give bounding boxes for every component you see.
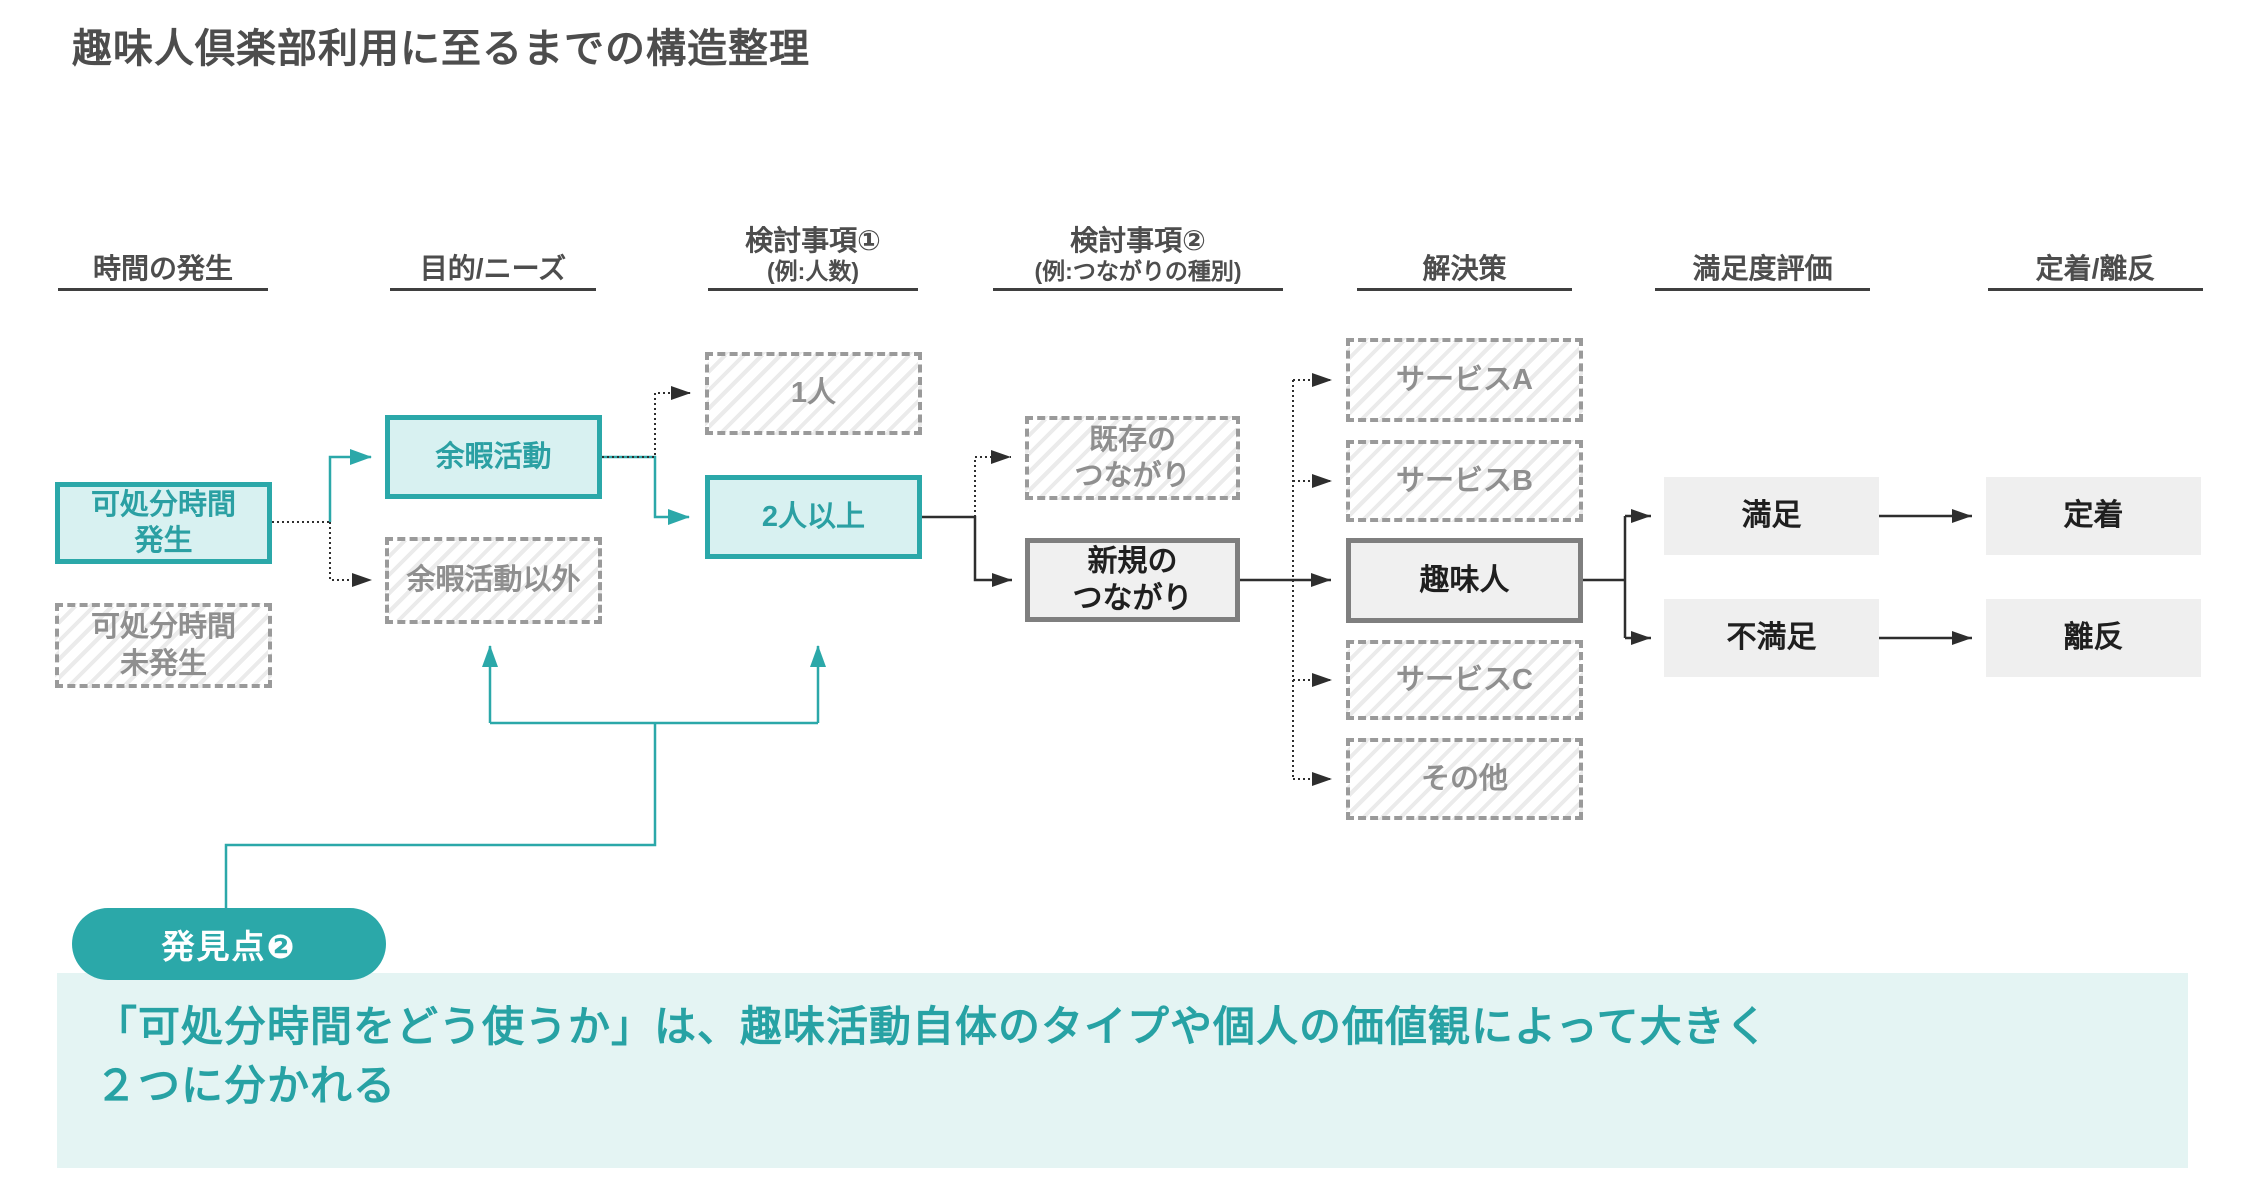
solid-flow-lines [922, 509, 1972, 645]
node-satisfied: 満足 [1664, 477, 1879, 555]
finding-text: 「可処分時間をどう使うか」は、趣味活動自体のタイプや個人の価値観によって大きく … [95, 1003, 1769, 1109]
column-header-label: 検討事項① [745, 224, 881, 256]
node-shumijin: 趣味人 [1346, 538, 1583, 623]
column-header-consideration-1: 検討事項① (例:人数) [708, 202, 918, 286]
column-header-label: 時間の発生 [92, 253, 233, 285]
column-header-consideration-2: 検討事項② (例:つながりの種別) [993, 202, 1283, 286]
column-header-label: 目的/ニーズ [419, 253, 567, 285]
column-underline [993, 288, 1283, 291]
column-header-retention: 定着/離反 [1988, 202, 2203, 286]
node-retention: 定着 [1986, 477, 2201, 555]
node-existing-ties: 既存の つながり [1025, 416, 1240, 500]
finding-badge: 発見点❷ [72, 908, 386, 980]
column-header-solution: 解決策 [1357, 202, 1572, 286]
column-header-time: 時間の発生 [58, 202, 268, 286]
finding-panel [57, 973, 2188, 1168]
column-underline [390, 288, 596, 291]
column-underline [58, 288, 268, 291]
column-header-satisfaction: 満足度評価 [1655, 202, 1870, 286]
column-header-purpose: 目的/ニーズ [390, 202, 596, 286]
column-header-label: 満足度評価 [1692, 253, 1833, 285]
column-underline [1357, 288, 1572, 291]
node-dissatisfied: 不満足 [1664, 599, 1879, 677]
callout-connector [224, 645, 826, 908]
node-leisure: 余暇活動 [385, 415, 602, 499]
node-new-ties: 新規の つながり [1025, 538, 1240, 622]
column-underline [708, 288, 918, 291]
node-non-leisure: 余暇活動以外 [385, 537, 602, 624]
column-underline [1988, 288, 2203, 291]
page-title: 趣味人倶楽部利用に至るまでの構造整理 [72, 27, 810, 71]
node-service-a: サービスA [1346, 338, 1583, 422]
node-churn: 離反 [1986, 599, 2201, 677]
node-no-disposable-time: 可処分時間 未発生 [55, 603, 272, 688]
node-service-c: サービスC [1346, 640, 1583, 720]
node-service-b: サービスB [1346, 440, 1583, 522]
node-other: その他 [1346, 738, 1583, 820]
column-header-label: 解決策 [1422, 253, 1507, 285]
dotted-flow-lines [272, 373, 1332, 786]
column-underline [1655, 288, 1870, 291]
node-disposable-time: 可処分時間 発生 [55, 482, 272, 564]
column-header-sub: (例:つながりの種別) [1034, 258, 1242, 285]
column-header-label: 検討事項② [1070, 224, 1206, 256]
node-two-plus: 2人以上 [705, 475, 922, 559]
node-one-person: 1人 [705, 352, 922, 435]
column-header-label: 定着/離反 [2035, 253, 2156, 285]
column-header-sub: (例:人数) [767, 258, 859, 285]
